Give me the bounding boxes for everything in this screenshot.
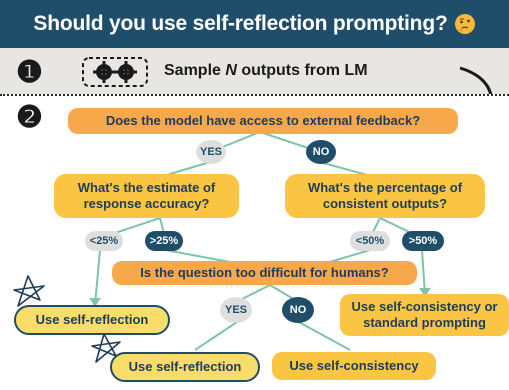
edge-label-yes-1: YES <box>196 140 226 164</box>
gears-icon <box>82 57 148 87</box>
edge-label-lt50: <50% <box>350 231 390 251</box>
title: Should you use self-reflection prompting… <box>33 12 448 35</box>
step-one-text: Sample N outputs from LM <box>164 62 368 79</box>
edge-label-yes-2: YES <box>220 297 252 323</box>
thinking-face-icon <box>454 14 475 34</box>
node-use-self-reflection-1: Use self-reflection <box>14 305 170 335</box>
node-use-self-reflection-2: Use self-reflection <box>110 352 260 382</box>
node-too-difficult: Is the question too difficult for humans… <box>112 261 417 285</box>
step-one-number: ❶ <box>16 55 43 90</box>
edge-label-gt50: >50% <box>402 231 444 251</box>
edge-label-no-2: NO <box>282 297 314 323</box>
node-estimate-accuracy: What's the estimate of response accuracy… <box>54 174 239 218</box>
node-use-self-consistency-or-standard: Use self-consistency or standard prompti… <box>340 294 509 336</box>
node-use-self-consistency: Use self-consistency <box>272 352 436 380</box>
node-external-feedback: Does the model have access to external f… <box>68 108 458 134</box>
step-two-number: ❷ <box>16 100 43 135</box>
node-percentage-consistent: What's the percentage of consistent outp… <box>285 174 485 218</box>
step-one-row <box>0 48 509 94</box>
title-bar: Should you use self-reflection prompting… <box>0 0 509 48</box>
edge-label-no-1: NO <box>306 140 336 164</box>
edge-label-gt25: >25% <box>145 231 183 251</box>
edge-label-lt25: <25% <box>85 231 123 251</box>
